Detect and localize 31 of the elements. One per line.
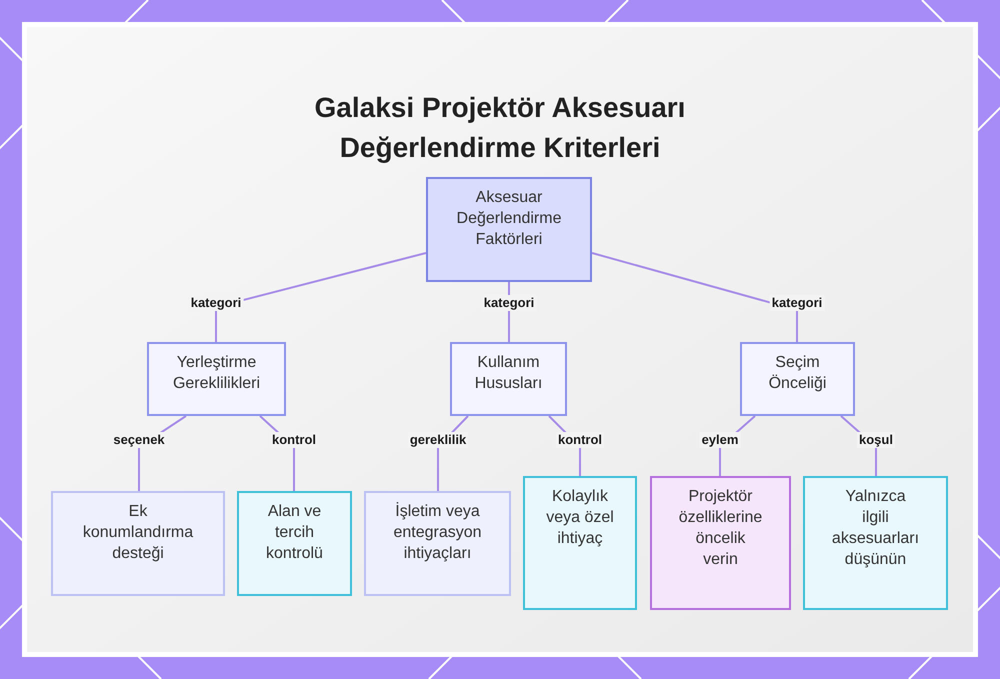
criterion-box (523, 476, 637, 610)
node-text: Aksesuar Değerlendirme Faktörleri (456, 188, 562, 250)
node-text: Projektör özelliklerine öncelik verin (678, 487, 764, 570)
edge-label: eylem (700, 432, 740, 448)
node-text: Alan ve tercih kontrolü (265, 502, 324, 564)
edge-label: seçenek (111, 432, 167, 448)
edge-label: kontrol (556, 432, 604, 448)
node-text: Kullanım Hususları (474, 353, 544, 394)
edge-label: kategori (770, 295, 824, 311)
diagram-title: Galaksi Projektör Aksesuarı Değerlendirme Kriterleri (314, 91, 686, 165)
edge-label: kategori (482, 295, 536, 311)
edge-label: kontrol (270, 432, 318, 448)
edge-label: kategori (188, 295, 244, 311)
category-box (450, 342, 567, 416)
node-text: İşletim veya entegrasyon ihtiyaçları (392, 501, 483, 564)
criterion-box (364, 491, 511, 596)
category-box (147, 342, 286, 416)
edge-label: koşul (857, 432, 895, 448)
connector-line (592, 252, 798, 342)
node-text: Yalnızca ilgili aksesuarları düşünün (832, 487, 920, 570)
criterion-box (650, 476, 791, 610)
topic-box (426, 177, 592, 282)
edge-label: gereklilik (408, 432, 468, 448)
criterion-box (51, 491, 225, 596)
criterion-box (803, 476, 948, 610)
category-box (740, 342, 855, 416)
node-text: Yerleştirme Gereklilikleri (172, 353, 262, 394)
criterion-box (237, 491, 352, 596)
node-text: Ek konumlandırma desteği (82, 502, 194, 564)
node-text: Seçim Önceliği (768, 353, 828, 394)
node-text: Kolaylık veya özel ihtiyaç (545, 487, 615, 549)
